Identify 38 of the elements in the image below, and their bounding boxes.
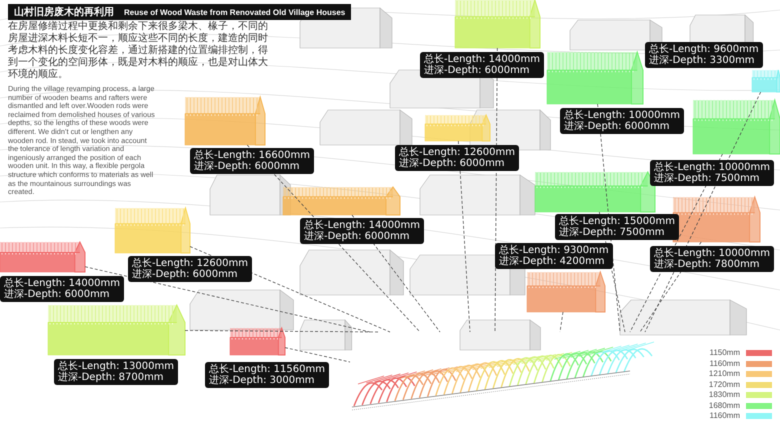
- dashed-leader-line: [630, 154, 723, 332]
- dashed-leader-line: [598, 212, 626, 332]
- dimension-tag: 总长-Length: 9300mm 进深-Depth: 4200mm: [495, 243, 613, 269]
- dashed-leader-line: [560, 312, 564, 332]
- dimension-tag: 总长-Length: 9600mm 进深-Depth: 3300mm: [645, 42, 763, 68]
- legend-label: 1160mm: [708, 411, 740, 420]
- dashed-leader-line: [644, 92, 762, 332]
- dimension-tag: 总长-Length: 14000mm 进深-Depth: 6000mm: [0, 276, 124, 302]
- subtitle: Reuse of Wood Waste from Renovated Old Village Houses: [124, 8, 346, 16]
- dimension-tag: 总长-Length: 14000mm 进深-Depth: 6000mm: [420, 52, 544, 78]
- legend-label: 1210mm: [708, 369, 740, 378]
- dashed-leader-line: [640, 242, 702, 332]
- dashed-leader-line: [494, 48, 498, 332]
- dashed-leader-line: [458, 140, 470, 332]
- dashed-leader-line: [246, 144, 420, 332]
- dimension-tag: 总长-Length: 11560mm 进深-Depth: 3000mm: [205, 362, 329, 388]
- dashed-leader-line: [284, 347, 350, 362]
- dimension-tag: 总长-Length: 14000mm 进深-Depth: 6000mm: [300, 218, 424, 244]
- legend-label: 1720mm: [708, 380, 740, 388]
- dimension-tag: 总长-Length: 10000mm 进深-Depth: 6000mm: [560, 108, 684, 134]
- dashed-leader-line: [597, 104, 620, 332]
- description-paragraph: 在房屋修缮过程中更换和剩余下来很多梁木、椽子，不同的房屋进深木料长短不一，顺应这些不同的长度，建造的同时考虑木料的长度变化容差，通过新搭建的位置编排控制，得到一个变化的空间形体，既是对木料的顺应，也是对山体大环境的顺应。: [8, 21, 269, 81]
- dimension-tag: 总长-Length: 16600mm 进深-Depth: 6000mm: [190, 148, 314, 174]
- legend-label: 1160mm: [708, 358, 740, 368]
- dimension-tag: 总长-Length: 15000mm 进深-Depth: 7500mm: [555, 214, 679, 240]
- title: 山村旧房废木的再利用: [14, 5, 114, 19]
- dimension-tag: 总长-Length: 13000mm 进深-Depth: 8700mm: [54, 359, 178, 385]
- legend-label: 1830mm: [708, 390, 740, 399]
- dashed-leader-line: [190, 246, 390, 332]
- dashed-leader-line: [352, 214, 440, 332]
- dimension-tag: 总长-Length: 10000mm 进深-Depth: 7500mm: [650, 160, 774, 186]
- dimension-tag: 总长-Length: 12600mm 进深-Depth: 6000mm: [395, 145, 519, 171]
- legend-label: 1150mm: [708, 348, 740, 357]
- dimension-tag: 总长-Length: 12600mm 进深-Depth: 6000mm: [128, 256, 252, 282]
- dashed-leader-line: [184, 330, 380, 332]
- dimension-tag: 总长-Length: 10000mm 进深-Depth: 7800mm: [650, 246, 774, 272]
- legend-label: 1680mm: [708, 400, 740, 410]
- dashed-leader-line: [84, 266, 370, 332]
